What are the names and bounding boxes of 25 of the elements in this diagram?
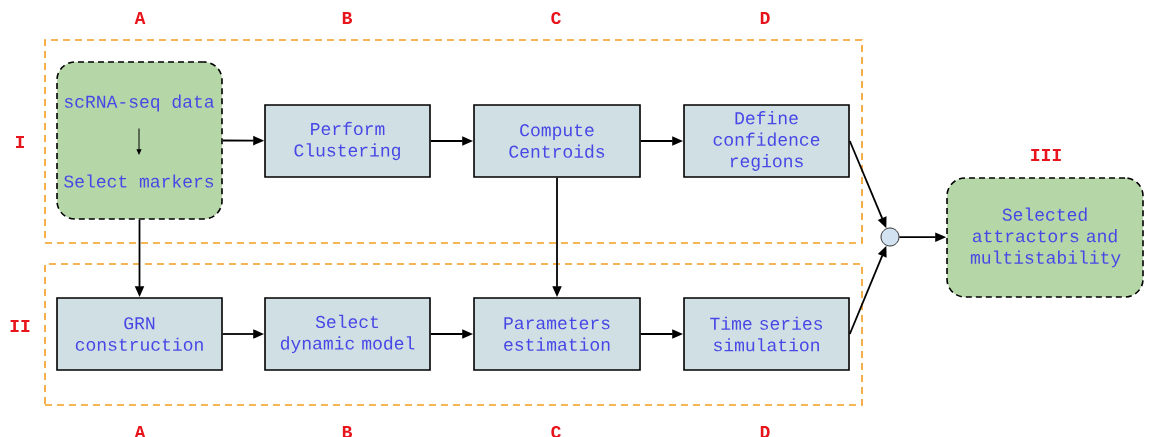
process-box: GRN construction: [56, 297, 223, 371]
arrow: [136, 128, 142, 155]
process-box: Define confidence regions: [683, 104, 850, 178]
process-box: Compute Centroids: [473, 104, 641, 178]
section-label: II: [10, 320, 30, 332]
column-label: A: [134, 426, 146, 437]
process-box: Select dynamic model: [264, 297, 431, 371]
column-label: B: [342, 426, 353, 437]
section-label: I: [16, 136, 25, 148]
box-text: scRNA-seq data: [64, 94, 214, 112]
box-text: Select markers: [64, 174, 214, 188]
dashed-frame: [44, 39, 863, 244]
section-label: III: [1031, 149, 1061, 161]
column-label: D: [760, 426, 770, 437]
process-box: Perform Clustering: [264, 104, 431, 178]
dashed-frame: [44, 263, 863, 406]
rounded-box: [56, 61, 223, 220]
column-label: C: [551, 11, 561, 25]
process-box: Time series simulation: [683, 297, 850, 371]
column-label: B: [342, 12, 353, 24]
rounded-box: Selected attractors and multistability: [946, 177, 1144, 298]
process-box: Parameters estimation: [473, 297, 641, 371]
column-label: D: [760, 12, 770, 24]
junction-circle: [880, 227, 900, 247]
column-label: A: [134, 12, 146, 24]
